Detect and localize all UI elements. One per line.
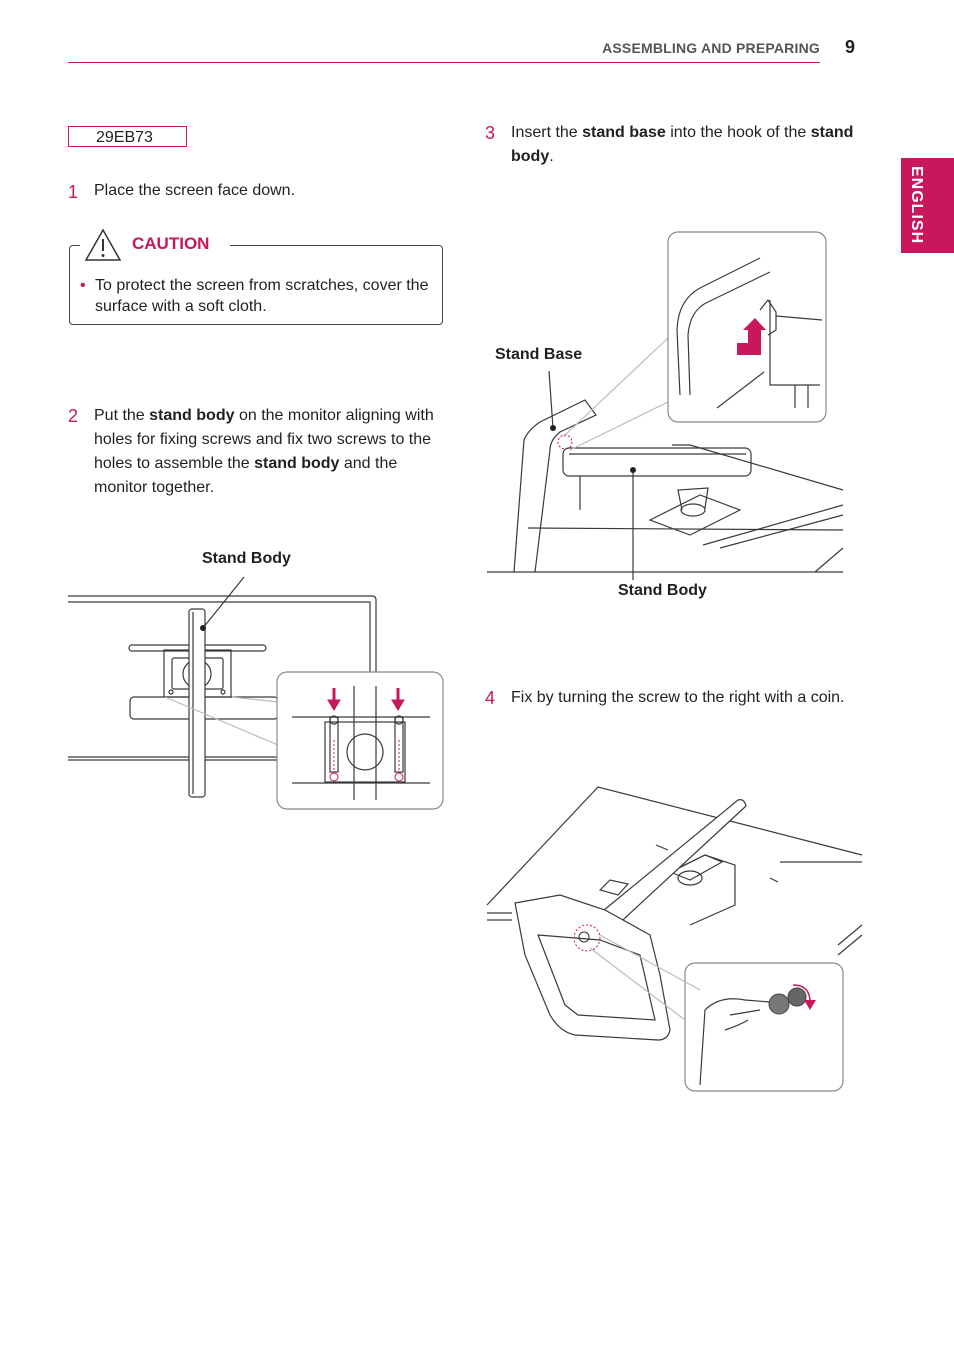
- step-4-text: Fix by turning the screw to the right wi…: [511, 689, 845, 706]
- caution-bullet: •: [80, 277, 86, 294]
- caution-box: [69, 245, 443, 325]
- step-2-term-stand-body: stand body: [149, 407, 235, 424]
- step-4-number: 4: [485, 688, 496, 708]
- section-title: ASSEMBLING AND PREPARING: [602, 40, 820, 56]
- step3-stand-base-label: Stand Base: [495, 346, 583, 363]
- caution-title: CAUTION: [132, 234, 210, 253]
- language-tab-label: ENGLISH: [908, 166, 925, 245]
- caution-title-mask: [80, 236, 230, 256]
- language-tab: ENGLISH: [901, 158, 954, 253]
- step-3-text: Insert the stand base into the hook of t…: [511, 121, 861, 169]
- header-rule: [68, 62, 820, 63]
- step-1-number: 1: [68, 182, 79, 202]
- step-2-text-part: on the monitor aligning with holes for f…: [94, 407, 434, 472]
- step-1-text: Place the screen face down.: [94, 182, 296, 199]
- step-3-term-stand-body: stand body: [511, 124, 854, 165]
- page-number: 9: [845, 37, 856, 57]
- step-2-text: Put the stand body on the monitor aligni…: [94, 404, 439, 500]
- caution-text: To protect the screen from scratches, co…: [95, 277, 429, 315]
- warning-triangle-icon: [84, 228, 122, 261]
- step3-stand-body-label: Stand Body: [618, 582, 707, 599]
- step-2-text-part: and the monitor together.: [94, 455, 398, 496]
- step-2-number: 2: [68, 406, 79, 426]
- step2-stand-body-label: Stand Body: [202, 550, 291, 567]
- model-label: 29EB73: [68, 126, 187, 147]
- step-2-text-part: Put the: [94, 407, 150, 424]
- step-3-text-part: Insert the: [511, 124, 583, 141]
- step-3-text-part: .: [549, 148, 554, 165]
- step-3-term-stand-base: stand base: [582, 124, 666, 141]
- step-3-number: 3: [485, 123, 496, 143]
- step-3-text-part: into the hook of the: [665, 124, 811, 141]
- step-2-term-stand-body-2: stand body: [254, 455, 340, 472]
